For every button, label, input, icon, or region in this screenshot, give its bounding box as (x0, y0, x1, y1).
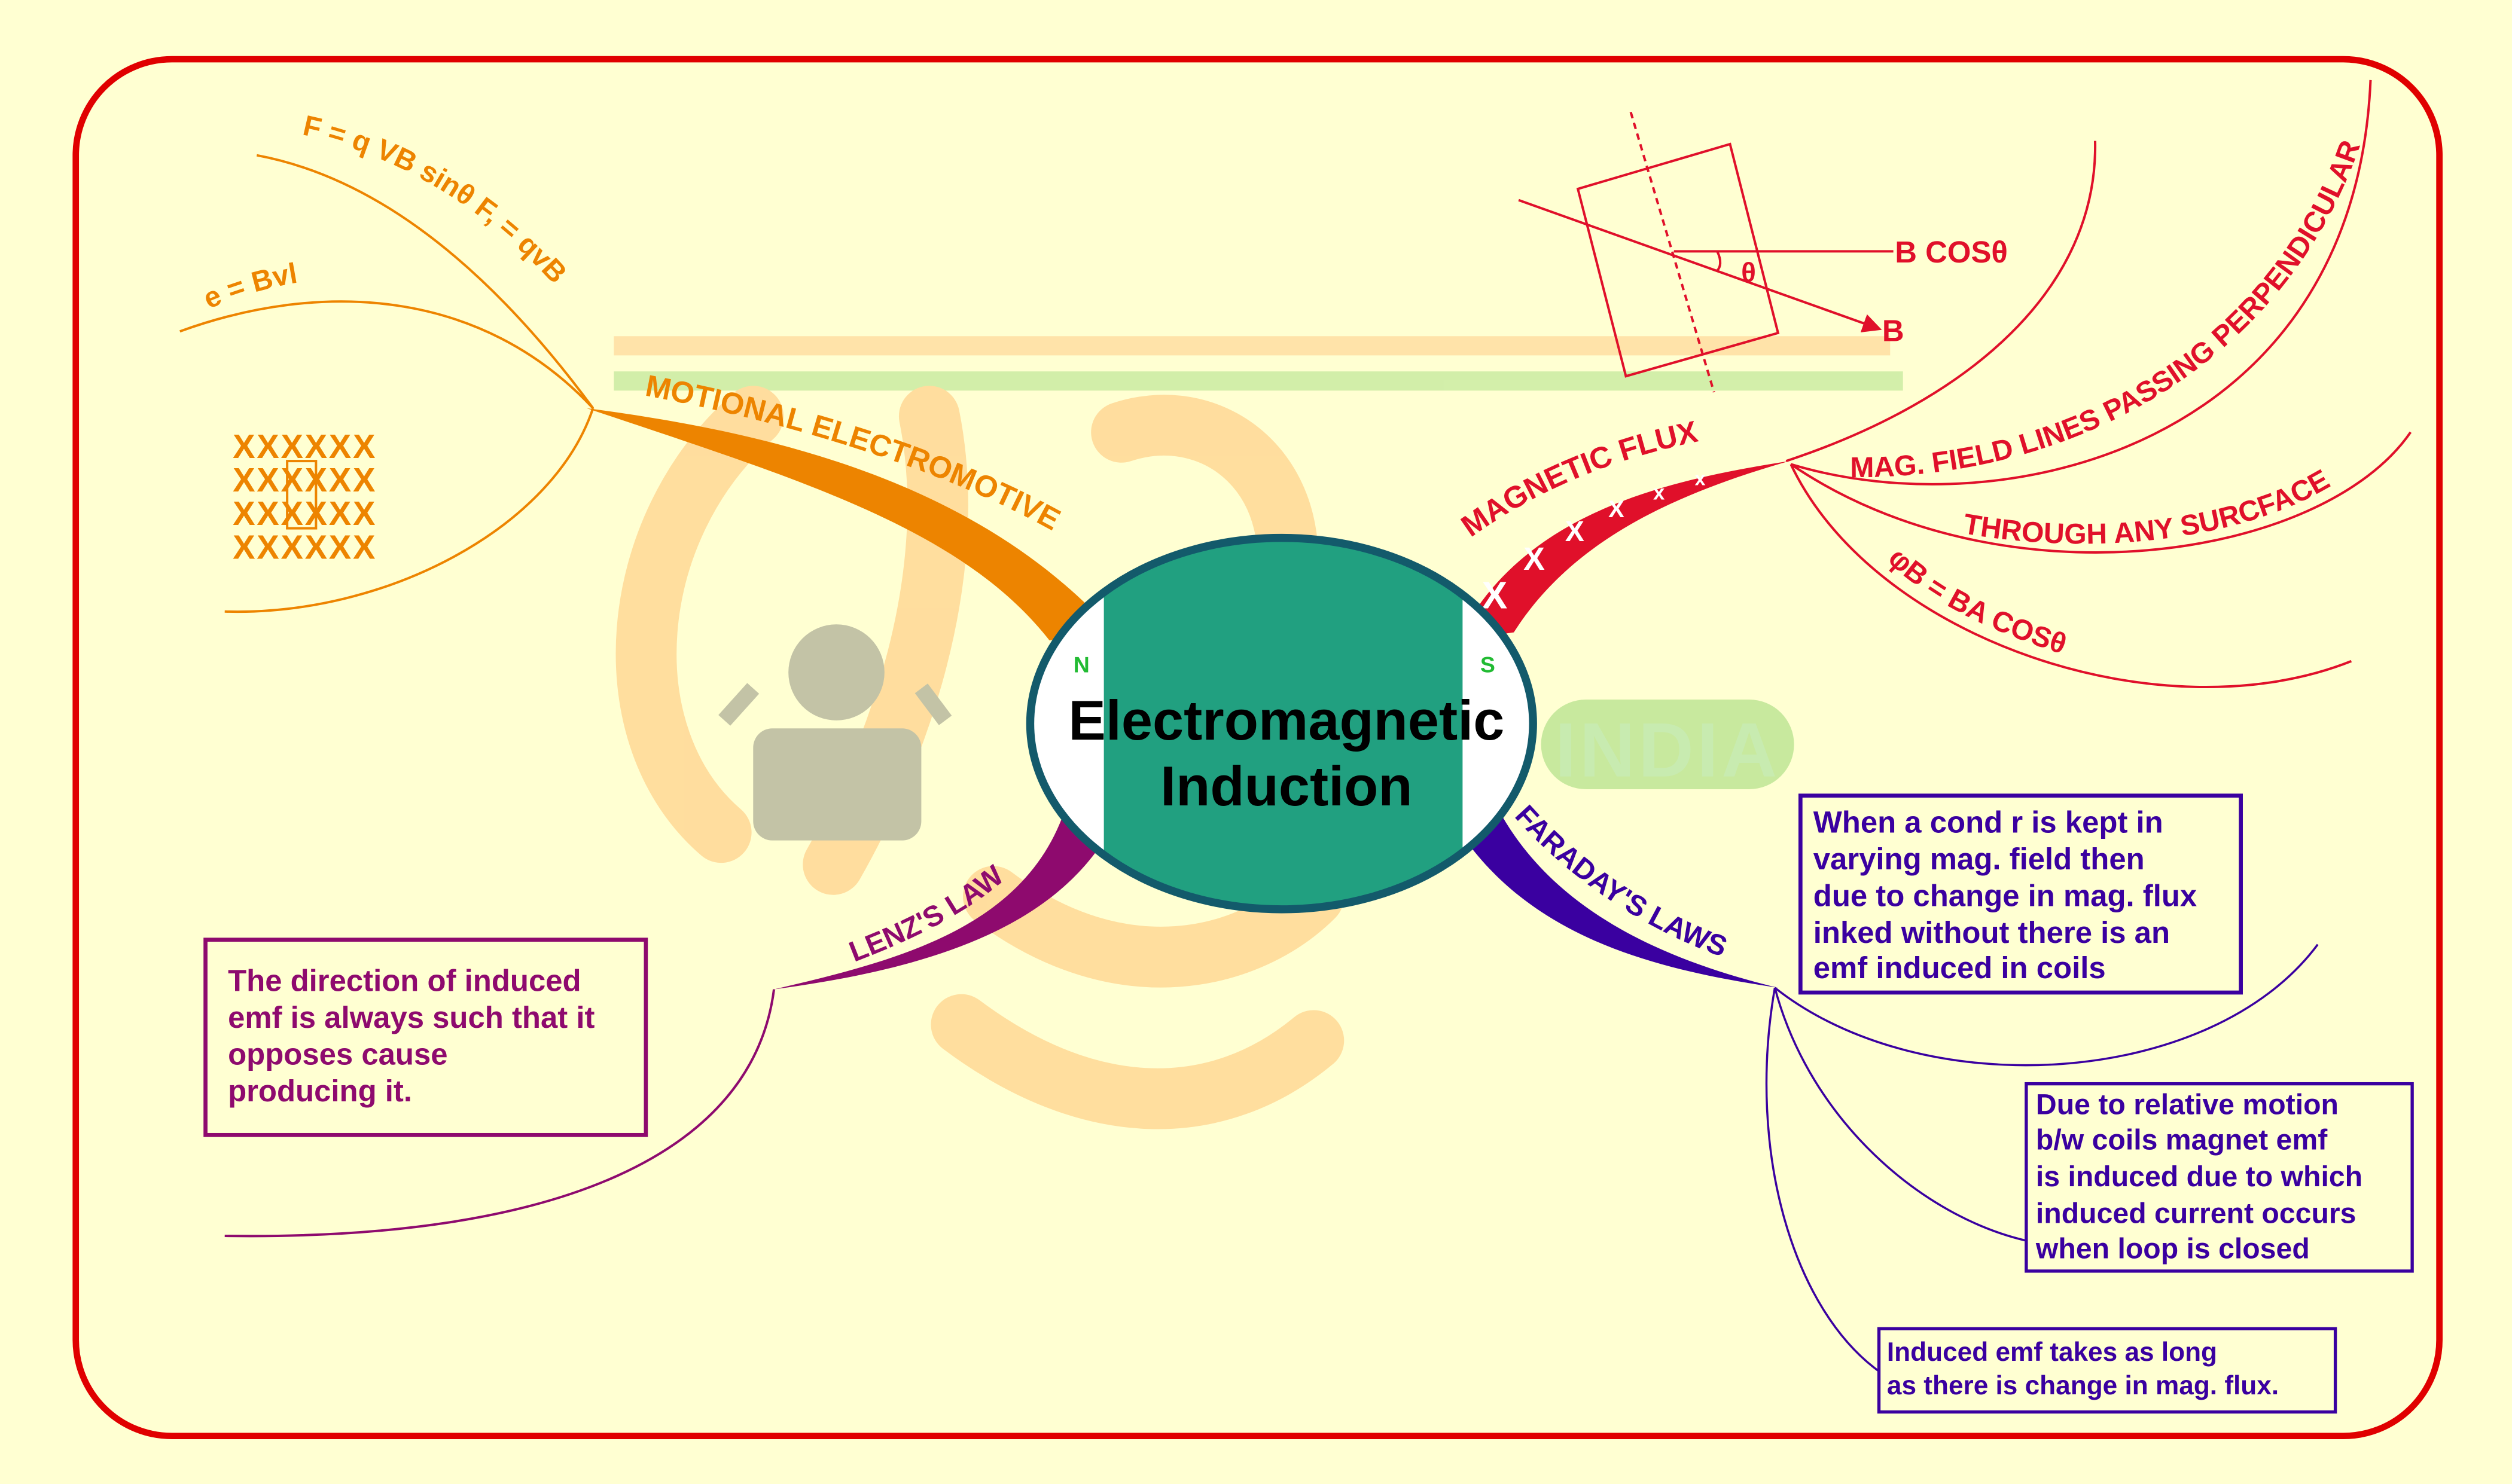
flux-formula: φB = BA COSθ (1882, 542, 2070, 661)
magnet-core (1103, 538, 1463, 909)
center-node: Electromagnetic Induction N S (1026, 533, 1537, 914)
lenz-box (203, 938, 648, 1137)
faraday-text: as there is change in mag. flux. (1887, 1371, 2279, 1400)
frame-border (72, 56, 2443, 1440)
lenz-text: The direction of induced (228, 963, 581, 997)
flux-diagram (1518, 111, 1894, 393)
svg-text:F = q VB sinθ F, = qvB: F = q VB sinθ F, = qvB (300, 109, 574, 289)
svg-text:XXXXXX: XXXXXX (233, 461, 377, 499)
svg-text:x: x (1653, 481, 1665, 504)
faraday-text: When a cond r is kept in (1813, 805, 2163, 839)
faraday-text: due to change in mag. flux (1813, 878, 2197, 912)
svg-text:THROUGH ANY SURCFACE: THROUGH ANY SURCFACE (1961, 463, 2335, 551)
faraday-text: Induced emf takes as long (1887, 1338, 2217, 1367)
faraday-text: when loop is closed (2035, 1232, 2310, 1265)
center-title-line1: Electromagnetic (1068, 689, 1504, 752)
svg-text:MAG. FIELD LINES PASSING PERPE: MAG. FIELD LINES PASSING PERPENDICULAR (1850, 136, 2367, 484)
svg-text:X: X (1565, 515, 1584, 548)
theta-label: θ (1741, 257, 1756, 288)
lenz-text: producing it. (228, 1074, 412, 1108)
faraday-text: b/w coils magnet emf (2036, 1123, 2328, 1156)
faraday-text: varying mag. field then (1813, 842, 2145, 876)
faraday-box-2 (2025, 1082, 2414, 1273)
faraday-text: inked without there is an (1813, 915, 2170, 949)
svg-text:XXXXXX: XXXXXX (233, 528, 377, 566)
lenz-text: emf is always such that it (228, 1000, 595, 1034)
flux-definition-line1: MAG. FIELD LINES PASSING PERPENDICULAR (1850, 136, 2367, 484)
faraday-text: is induced due to which (2036, 1161, 2362, 1193)
faraday-branch: FARADAY'S LAWS When a cond r is kept in … (1449, 793, 2414, 1414)
faraday-text: Due to relative motion (2036, 1089, 2339, 1121)
watermark-logo (614, 336, 1903, 1129)
robot-icon (718, 624, 952, 841)
svg-text:XXXXXX: XXXXXX (233, 428, 377, 465)
faraday-text: emf induced in coils (1813, 951, 2106, 985)
svg-text:X: X (1608, 496, 1624, 523)
branch-x-marks: X X X X x x (1482, 468, 1706, 616)
svg-text:x: x (1695, 468, 1706, 489)
force-formula: F = q VB sinθ F, = qvB (300, 109, 574, 289)
svg-text:φB = BA COSθ: φB = BA COSθ (1882, 542, 2070, 661)
flux-definition-line2: THROUGH ANY SURCFACE (1961, 463, 2335, 551)
svg-text:X: X (1523, 542, 1545, 577)
svg-text:X: X (1482, 573, 1508, 616)
svg-text:XXXXXX: XXXXXX (233, 494, 377, 532)
faraday-box-3 (1877, 1327, 2337, 1414)
watermark-text: INDIA (1555, 708, 1781, 793)
lenz-text: opposes cause (228, 1037, 447, 1071)
conductor-rod (286, 460, 318, 530)
faraday-text: induced current occurs (2036, 1198, 2356, 1230)
b-cos-label: B COSθ (1895, 235, 2008, 269)
north-pole-label: N (1074, 652, 1090, 677)
magnetic-field-grid: XXXXXX XXXXXX XXXXXX XXXXXX (233, 428, 377, 566)
faraday-box-1 (1798, 793, 2243, 995)
south-pole-label: S (1480, 652, 1495, 677)
center-title-line2: Induction (1160, 755, 1413, 817)
b-field-label: B (1882, 313, 1904, 347)
